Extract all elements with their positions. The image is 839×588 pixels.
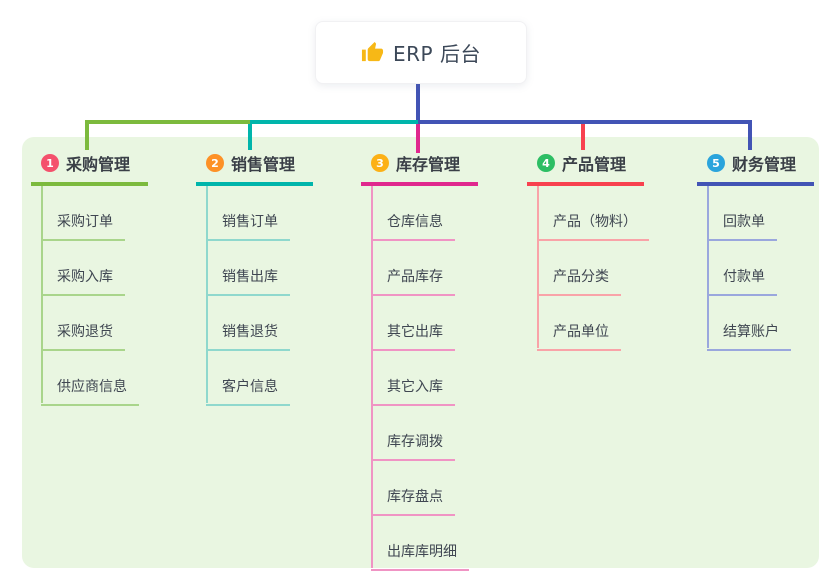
- node-purchase-inbound[interactable]: 采购入库: [31, 241, 191, 296]
- branch-finance-header[interactable]: 5 财务管理: [697, 148, 814, 186]
- branch-inventory-header[interactable]: 3 库存管理: [361, 148, 478, 186]
- branch5-drop-line: [748, 120, 752, 150]
- branch-child-connector: [206, 186, 208, 403]
- node-sales-outbound[interactable]: 销售出库: [196, 241, 356, 296]
- node-receipt-bill[interactable]: 回款单: [697, 186, 839, 241]
- node-payment-bill[interactable]: 付款单: [697, 241, 839, 296]
- node-purchase-return[interactable]: 采购退货: [31, 296, 191, 351]
- connector-horizontal-blue: [418, 120, 752, 124]
- branch-label: 采购管理: [66, 155, 131, 174]
- branch-child-connector: [537, 186, 539, 348]
- branches-panel: [22, 137, 819, 568]
- node-outbound-detail[interactable]: 出库库明细: [361, 516, 521, 571]
- branch-label: 销售管理: [231, 155, 296, 174]
- node-product-unit[interactable]: 产品单位: [527, 296, 687, 351]
- branch-child-connector: [371, 186, 373, 568]
- branch-child-connector: [41, 186, 43, 403]
- branch-label: 库存管理: [396, 155, 461, 174]
- branch-number-badge: 5: [707, 154, 725, 172]
- node-warehouse-info[interactable]: 仓库信息: [361, 186, 521, 241]
- branch-number-badge: 1: [41, 154, 59, 172]
- root-label: ERP 后台: [393, 42, 481, 66]
- node-stock-transfer[interactable]: 库存调拨: [361, 406, 521, 461]
- branch-finance: 5 财务管理 回款单 付款单 结算账户: [697, 148, 839, 351]
- node-product-category[interactable]: 产品分类: [527, 241, 687, 296]
- branch-child-connector: [707, 186, 709, 348]
- node-other-inbound[interactable]: 其它入库: [361, 351, 521, 406]
- branch-product: 4 产品管理 产品（物料） 产品分类 产品单位: [527, 148, 687, 351]
- node-purchase-order[interactable]: 采购订单: [31, 186, 191, 241]
- node-product-stock[interactable]: 产品库存: [361, 241, 521, 296]
- branch-number-badge: 4: [537, 154, 555, 172]
- node-supplier-info[interactable]: 供应商信息: [31, 351, 191, 406]
- branch-number-badge: 2: [206, 154, 224, 172]
- branch-purchase: 1 采购管理 采购订单 采购入库 采购退货 供应商信息: [31, 148, 191, 406]
- branch2-drop-line: [248, 124, 252, 150]
- root-connector-line: [416, 82, 420, 122]
- branch-sales: 2 销售管理 销售订单 销售出库 销售退货 客户信息: [196, 148, 356, 406]
- branch1-drop-line: [85, 120, 89, 150]
- root-node[interactable]: ERP 后台: [315, 21, 527, 84]
- branch-number-badge: 3: [371, 154, 389, 172]
- branch-inventory: 3 库存管理 仓库信息 产品库存 其它出库 其它入库 库存调拨 库存盘点 出库库…: [361, 148, 521, 571]
- branch4-drop-line: [581, 124, 585, 150]
- branch-label: 财务管理: [732, 155, 797, 174]
- branch-purchase-header[interactable]: 1 采购管理: [31, 148, 148, 186]
- node-stock-check[interactable]: 库存盘点: [361, 461, 521, 516]
- connector-horizontal-green: [85, 120, 250, 124]
- branch3-drop-line: [416, 124, 420, 153]
- thumbs-up-icon: [361, 41, 384, 62]
- connector-horizontal-teal: [250, 120, 418, 124]
- branch-product-header[interactable]: 4 产品管理: [527, 148, 644, 186]
- node-product-material[interactable]: 产品（物料）: [527, 186, 687, 241]
- node-sales-return[interactable]: 销售退货: [196, 296, 356, 351]
- branch-sales-header[interactable]: 2 销售管理: [196, 148, 313, 186]
- node-other-outbound[interactable]: 其它出库: [361, 296, 521, 351]
- node-sales-order[interactable]: 销售订单: [196, 186, 356, 241]
- node-settlement-account[interactable]: 结算账户: [697, 296, 839, 351]
- node-customer-info[interactable]: 客户信息: [196, 351, 356, 406]
- branch-label: 产品管理: [562, 155, 627, 174]
